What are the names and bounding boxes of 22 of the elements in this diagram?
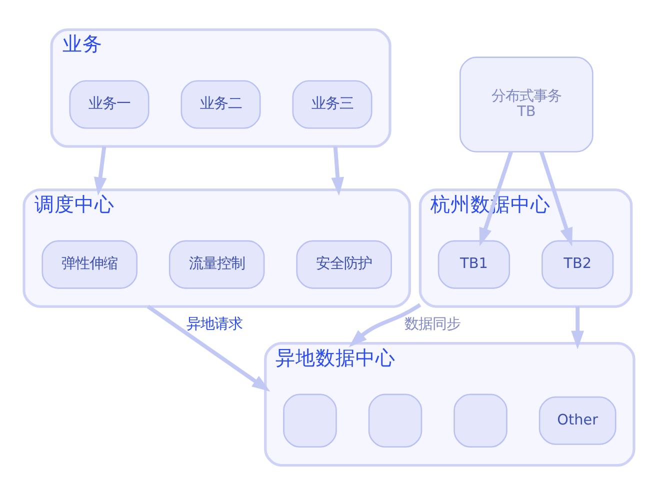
- arrow: [540, 151, 573, 246]
- node-box: TB1: [438, 240, 510, 289]
- arrow: [571, 306, 584, 350]
- node-box: 分布式事务 TB: [460, 56, 594, 152]
- node-box: 安全防护: [296, 240, 392, 289]
- edge-label: 数据同步: [404, 316, 460, 333]
- arrow: [348, 303, 422, 348]
- node-box: 业务三: [292, 80, 372, 129]
- node-box: [368, 394, 422, 448]
- node-box: 弹性伸缩: [42, 240, 138, 289]
- node-box: Other: [538, 396, 616, 445]
- edge-label: 异地请求: [186, 316, 243, 333]
- node-box: 流量控制: [168, 240, 265, 289]
- node-box: [454, 394, 508, 448]
- node-box: 业务一: [69, 80, 150, 129]
- node-box: 业务二: [180, 80, 261, 129]
- arrow: [479, 151, 513, 246]
- arrow: [146, 304, 270, 392]
- node-box: TB2: [542, 240, 614, 289]
- arrow: [331, 146, 344, 196]
- arrow: [94, 146, 107, 196]
- node-box: [283, 394, 337, 448]
